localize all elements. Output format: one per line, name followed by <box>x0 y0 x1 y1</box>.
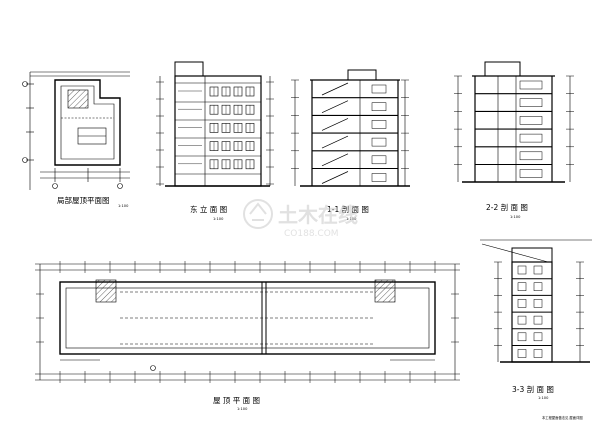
window-opening <box>519 151 543 161</box>
window <box>533 282 543 291</box>
window-opening <box>371 84 387 94</box>
corner-note: 本工程屋面做法见 屋面详图 <box>542 415 583 420</box>
roof-plan-drawing <box>35 261 460 383</box>
window-opening <box>519 169 543 178</box>
window <box>533 315 543 325</box>
stair-flight <box>321 171 349 184</box>
window <box>533 349 543 358</box>
stair-flight <box>321 153 349 167</box>
window-opening <box>371 120 387 129</box>
east-elevation-drawing <box>156 61 274 187</box>
section-1-1-drawing <box>291 69 410 187</box>
window <box>517 299 527 308</box>
window-opening <box>519 116 543 125</box>
section-2-2-drawing <box>454 61 574 183</box>
east-elevation-title: 东 立 面 图 <box>190 204 227 214</box>
watermark-logo-icon <box>243 199 273 229</box>
window-opening <box>371 102 387 111</box>
watermark: 土木在线 CO188.COM <box>243 199 358 239</box>
window <box>533 299 543 308</box>
section-3-3-scale: 1:100 <box>538 396 549 400</box>
stair-flight <box>321 82 349 96</box>
section-3-3-title: 3-3 剖 面 图 <box>512 384 554 394</box>
section-1-1-scale: 1:100 <box>346 217 357 221</box>
window <box>517 315 527 325</box>
east-elevation-scale: 1:100 <box>213 217 224 221</box>
watermark-site: CO188.COM <box>284 229 339 239</box>
roof-stair-plan-drawing <box>22 71 130 190</box>
roof-stair-plan-scale: 1:100 <box>118 204 129 208</box>
window-opening <box>519 98 543 107</box>
window <box>533 265 543 275</box>
window <box>517 265 527 275</box>
stair-flight <box>321 100 349 114</box>
window <box>533 332 543 342</box>
section-2-2-scale: 1:100 <box>510 215 521 219</box>
section-2-2-title: 2-2 剖 面 图 <box>486 202 528 212</box>
window-opening <box>519 133 543 143</box>
watermark-brand: 土木在线 <box>278 203 358 227</box>
window <box>517 282 527 291</box>
window-opening <box>371 155 387 165</box>
roof-plan-title: 屋 顶 平 面 图 <box>213 396 260 405</box>
section-1-1-title: 1-1 剖 面 图 <box>327 204 369 214</box>
window-opening <box>371 173 387 182</box>
window <box>517 349 527 358</box>
stair-flight <box>321 118 349 131</box>
stair-flight <box>321 135 349 149</box>
roof-stair-plan-title: 局部屋顶平面图 <box>57 195 110 205</box>
section-3-3-drawing <box>480 239 592 363</box>
window-opening <box>519 80 543 90</box>
window <box>517 332 527 342</box>
window-opening <box>371 137 387 147</box>
roof-plan-scale: 1:100 <box>237 407 248 411</box>
